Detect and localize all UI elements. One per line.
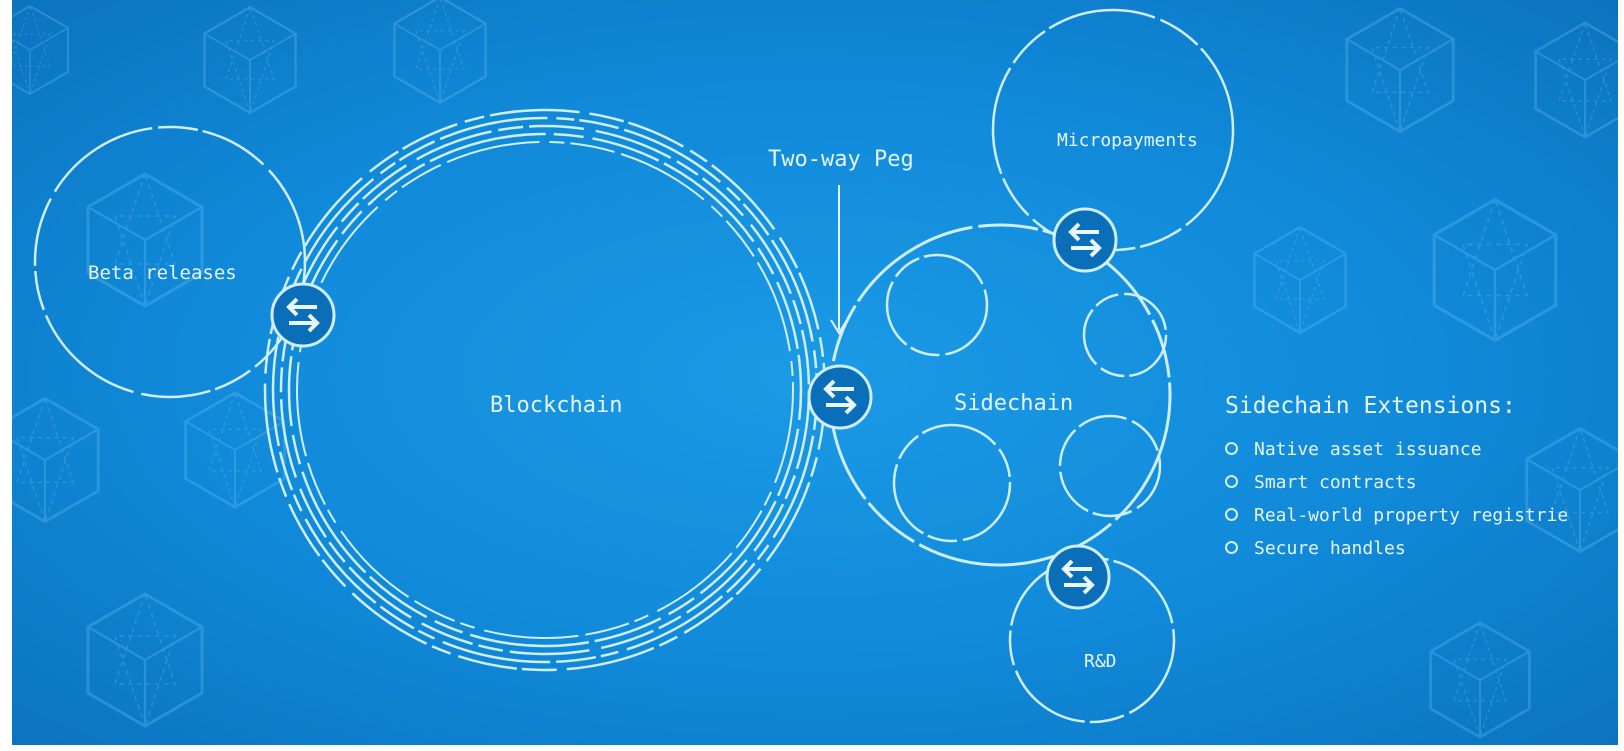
beta-releases-circle <box>33 125 307 399</box>
exchange-arrows-icon <box>1052 207 1118 273</box>
exchange-arrows-icon <box>807 364 873 430</box>
list-item-label: Real-world property registrie <box>1254 505 1569 526</box>
blockchain-circle <box>263 108 827 672</box>
two-way-peg-label: Two-way Peg <box>768 147 914 172</box>
extensions-title: Sidechain Extensions: <box>1225 393 1516 419</box>
exchange-arrows-icon <box>270 282 336 348</box>
sidechain-label: Sidechain <box>954 391 1074 416</box>
rd-label: R&D <box>1084 651 1117 672</box>
list-item: Native asset issuance <box>1225 433 1568 466</box>
list-item: Secure handles <box>1225 532 1568 565</box>
right-border <box>1618 0 1624 751</box>
micropayments-label: Micropayments <box>1057 130 1198 151</box>
extensions-list: Native asset issuance Smart contracts Re… <box>1225 433 1568 565</box>
bullet-circle-icon <box>1225 441 1238 455</box>
sidechain-inner-circles <box>885 253 1168 543</box>
exchange-arrows-icon <box>1045 544 1111 610</box>
list-item-label: Native asset issuance <box>1254 439 1482 460</box>
list-item-label: Secure handles <box>1254 538 1406 559</box>
bottom-border <box>0 745 1624 751</box>
list-item-label: Smart contracts <box>1254 472 1417 493</box>
list-item: Real-world property registrie <box>1225 499 1568 532</box>
left-border <box>0 0 12 751</box>
beta-releases-label: Beta releases <box>88 262 237 284</box>
blockchain-label: Blockchain <box>490 393 623 418</box>
bullet-circle-icon <box>1225 540 1238 554</box>
two-way-peg-pointer <box>830 185 848 335</box>
bullet-circle-icon <box>1225 507 1238 521</box>
bullet-circle-icon <box>1225 474 1238 488</box>
list-item: Smart contracts <box>1225 466 1568 499</box>
